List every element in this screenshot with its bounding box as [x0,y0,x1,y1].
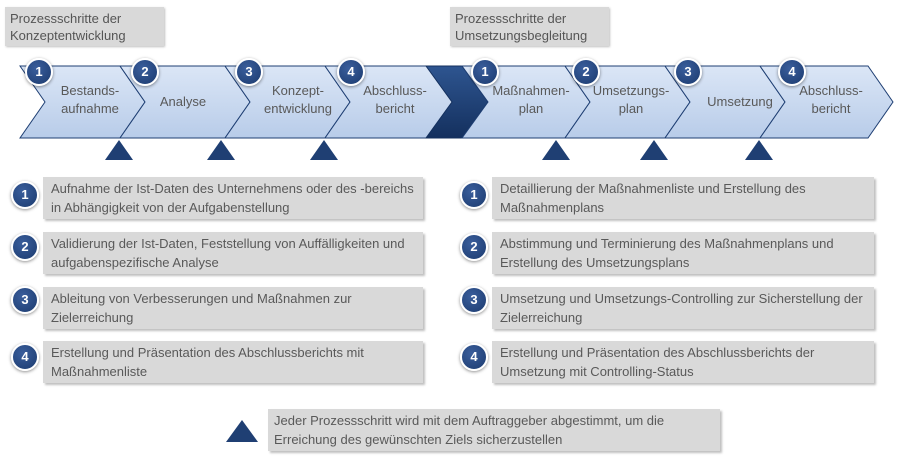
implementation-desc-1: Detaillierung der Maßnahmenliste und Ers… [492,177,874,219]
concept-step-1-badge: 1 [25,58,53,86]
concept-desc-4-badge: 4 [11,343,39,371]
implementation-desc-3: Umsetzung und Umsetzungs-Controlling zur… [492,287,874,329]
implementation-step-1-badge: 1 [471,58,499,86]
concept-step-2-label: Analyse [159,94,207,109]
concept-step-2-badge: 2 [131,58,159,86]
implementation-desc-4-badge: 4 [460,343,488,371]
legend-triangle-icon [226,420,258,442]
implementation-step-2-badge: 2 [572,58,600,86]
concept-step-1-label: Bestands-aufnahme [60,83,120,116]
triangle-marker-icon [310,140,338,160]
process-chevron-row [19,65,894,139]
concept-step-3-badge: 3 [235,58,263,86]
concept-desc-1: Aufnahme der Ist-Daten des Unternehmens … [43,177,423,219]
implementation-step-2-label: Umsetzungs-plan [592,83,670,116]
concept-desc-2-badge: 2 [11,233,39,261]
implementation-step-4-label: Abschluss-bericht [799,83,863,116]
implementation-phase-label: Prozessschritte der Umsetzungsbegleitung [450,7,609,46]
implementation-desc-4: Erstellung und Präsentation des Abschlus… [492,341,874,383]
triangle-marker-icon [542,140,570,160]
concept-step-3-label: Konzept-entwicklung [264,83,332,116]
concept-step-4-badge: 4 [337,58,365,86]
implementation-desc-2-badge: 2 [460,233,488,261]
triangle-marker-icon [745,140,773,160]
implementation-step-1-label: Maßnahmen-plan [492,83,570,116]
legend-text: Jeder Prozessschritt wird mit dem Auftra… [268,409,720,451]
concept-desc-3-badge: 3 [11,286,39,314]
implementation-step-3-badge: 3 [674,58,702,86]
concept-desc-3: Ableitung von Verbesserungen und Maßnahm… [43,287,423,329]
implementation-step-4-badge: 4 [778,58,806,86]
concept-phase-label: Prozessschritte der Konzeptentwicklung [5,7,164,46]
implementation-desc-3-badge: 3 [460,286,488,314]
triangle-marker-icon [105,140,133,160]
implementation-step-3-label: Umsetzung [707,94,773,109]
concept-desc-2: Validierung der Ist-Daten, Feststellung … [43,232,423,274]
implementation-desc-1-badge: 1 [460,181,488,209]
triangle-marker-icon [207,140,235,160]
concept-desc-4: Erstellung und Präsentation des Abschlus… [43,341,423,383]
implementation-desc-2: Abstimmung und Terminierung des Maßnahme… [492,232,874,274]
concept-step-4-label: Abschluss-bericht [363,83,427,116]
triangle-marker-icon [640,140,668,160]
concept-desc-1-badge: 1 [11,181,39,209]
